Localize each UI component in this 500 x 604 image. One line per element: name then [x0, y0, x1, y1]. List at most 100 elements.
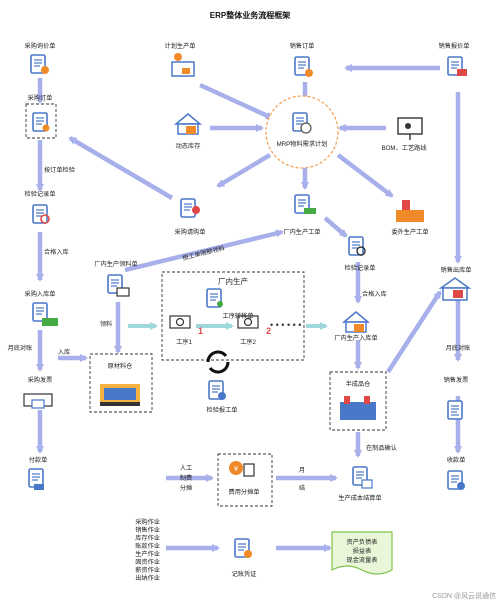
label-mrp: MRP物料需求计划: [277, 140, 328, 148]
label-bom: BOM、工艺路线: [381, 144, 426, 152]
label-inspect-by-order: 按订单检验: [44, 166, 76, 174]
svg-text:¥: ¥: [234, 466, 238, 473]
plant-production-in-icon: [341, 311, 371, 333]
label-purchase-order: 采购订单: [28, 94, 53, 102]
label-purchase-request: 采购请购单: [175, 228, 206, 236]
svg-text:• • • • • •: • • • • • •: [270, 320, 301, 330]
report-item: 资产负债表: [347, 538, 378, 546]
label-inspection-record2: 检验记录单: [345, 264, 376, 272]
label-month: 月: [299, 467, 305, 474]
outsource-order-icon: [396, 200, 424, 222]
purchase-order-icon: [32, 112, 50, 132]
footer-watermark: CSDN @风云说通信: [432, 591, 496, 600]
process1-icon: [169, 315, 191, 329]
label-sales-quote: 销售报价单: [439, 42, 470, 50]
purchase-invoice-icon: [23, 393, 53, 409]
inspection-record2-icon: [348, 236, 366, 256]
label-qualified-in: 合格入库: [44, 248, 69, 256]
plant-production-order-icon: [294, 194, 316, 214]
svg-text:1: 1: [198, 326, 203, 336]
icons: 1 2 • • • • • • ¥: [23, 53, 472, 558]
label-cost-alloc: 费用分摊单: [229, 488, 260, 496]
diagram-title: ERP整体业务流程框架: [210, 10, 290, 20]
label-labor: 人工: [180, 465, 192, 472]
label-sales-invoice: 销售发票: [444, 376, 469, 384]
bom-icon: [397, 117, 423, 140]
label-transfer: 工序转移单: [223, 312, 254, 320]
ops-item: 采购作业: [135, 518, 160, 526]
cost-settle-icon: [352, 466, 373, 489]
label-purchase-inquiry: 采购询价单: [25, 42, 56, 50]
ops-item: 账款作业: [135, 542, 160, 550]
plan-production-icon: [171, 53, 195, 77]
dashed-boxes: [25, 103, 387, 507]
label-inspection-report: 检验报工单: [207, 406, 238, 414]
label-purchase-in: 采购入库单: [25, 290, 56, 298]
reports-box: [331, 531, 393, 575]
label-outsource-order: 委外生产工单: [391, 228, 428, 236]
label-plant-pick: 厂内生产领料单: [94, 260, 137, 268]
label-wip-confirm: 在制品确认: [366, 444, 397, 452]
label-plant-production-order: 厂内生产工单: [283, 228, 320, 236]
label-inspection-record: 检验记录单: [25, 190, 56, 198]
labels: 采购询价单 计划生产单 销售订单 销售报价单 采购订单 动态库存 MRP物料需求…: [8, 42, 496, 600]
label-material: 领料: [100, 320, 112, 328]
payment-icon: [28, 468, 44, 490]
label-payment: 付款单: [29, 456, 48, 464]
label-process2: 工序2: [240, 338, 256, 346]
ops-item: 固资作业: [135, 558, 160, 566]
receipt-icon: [447, 470, 465, 490]
ops-item: 出纳作业: [135, 574, 160, 582]
label-manufacturing: 制费: [180, 474, 192, 482]
dynamic-stock-icon: [173, 113, 203, 135]
label-month-end-check2: 月底对账: [446, 344, 471, 352]
label-receipt: 收款单: [447, 456, 466, 464]
label-month-end-check: 月底对账: [8, 344, 33, 352]
inspection-record-icon: [32, 204, 50, 224]
sales-out-icon: [438, 277, 472, 301]
label-purchase-invoice: 采购发票: [28, 376, 53, 384]
report-item: 现金流量表: [347, 556, 378, 564]
mrp-icon: [292, 112, 312, 134]
label-issue-by-order: 按工单限额领料: [182, 244, 226, 262]
mrp-circle: [265, 95, 339, 169]
voucher-icon: [234, 538, 252, 558]
label-dynamic-stock: 动态库存: [176, 142, 201, 150]
label-plant-production: 厂内生产: [218, 276, 248, 286]
label-into-stock: 入库: [58, 348, 70, 356]
semi-finished-icon: [340, 396, 376, 420]
sales-order-icon: [294, 56, 313, 77]
process2-icon: [237, 315, 259, 329]
label-allocate: 分摊: [180, 484, 192, 492]
plant-pick-icon: [107, 274, 130, 297]
label-qualified-in2: 合格入库: [362, 290, 387, 298]
transfer-icon: [206, 288, 223, 308]
ops-item: 库存作业: [135, 534, 160, 542]
ops-item: 薪资作业: [135, 566, 160, 574]
sales-quote-icon: [447, 56, 467, 76]
sales-invoice-icon: [447, 400, 463, 420]
svg-text:2: 2: [266, 326, 271, 336]
report-item: 损益表: [353, 547, 372, 555]
label-raw-material: 原材料仓: [108, 362, 133, 370]
inspection-report-icon: [208, 380, 226, 400]
label-process1: 工序1: [176, 338, 192, 346]
label-voucher: 记账凭证: [232, 570, 257, 578]
label-settle: 结: [299, 484, 305, 492]
purchase-in-icon: [32, 302, 58, 326]
label-plan-production: 计划生产单: [165, 42, 196, 50]
label-semi-finished: 半成品仓: [346, 380, 371, 388]
raw-material-icon: [100, 384, 140, 406]
label-plant-production-in: 厂内生产入库单: [334, 334, 377, 342]
purchase-inquiry-icon: [30, 54, 49, 74]
cost-alloc-icon: ¥: [229, 461, 255, 477]
purchase-request-icon: [180, 198, 200, 218]
ops-item: 生产作业: [135, 550, 160, 558]
label-sales-out: 销售出库单: [441, 266, 472, 274]
ops-item: 销售作业: [135, 526, 160, 534]
label-cost-settle: 生产成本结算单: [338, 494, 381, 502]
flow-arrows: [36, 64, 462, 552]
cycle-icon: [206, 350, 230, 374]
label-sales-order: 销售订单: [290, 42, 315, 50]
